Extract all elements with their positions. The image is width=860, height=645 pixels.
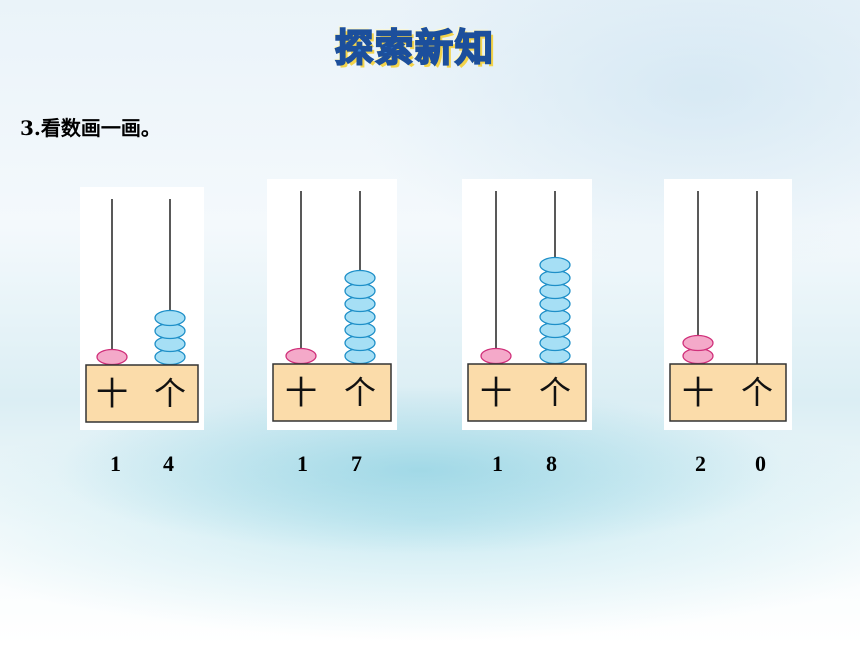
tens-bead xyxy=(285,347,317,365)
ones-place-label: 个 xyxy=(741,374,773,412)
ones-place-label: 个 xyxy=(539,374,571,412)
abacus-3-tens-digit: 1 xyxy=(492,451,503,476)
abacus-4-ones-digit: 0 xyxy=(755,451,766,476)
abacus-2: 十个 xyxy=(272,191,392,422)
ones-bead xyxy=(154,309,186,327)
tens-place-label: 十 xyxy=(285,374,317,412)
abacus-card-3: 十个 xyxy=(462,179,592,430)
ones-bead xyxy=(539,256,571,274)
abacus-base xyxy=(85,364,199,423)
tens-place-label: 十 xyxy=(480,374,512,412)
ones-place-label: 个 xyxy=(344,374,376,412)
page-title: 探索新知 xyxy=(334,25,495,71)
abacus-1: 十个 xyxy=(85,199,199,423)
abacus-card-1: 十个 xyxy=(80,187,204,430)
abacus-4: 十个 xyxy=(669,191,787,422)
abacus-card-4: 十个 xyxy=(664,179,792,430)
abacus-card-2: 十个 xyxy=(267,179,397,430)
tens-bead xyxy=(480,347,512,365)
tens-bead xyxy=(96,348,128,366)
abacus-1-tens-digit: 1 xyxy=(110,451,121,476)
abacus-1-ones-digit: 4 xyxy=(163,451,174,476)
ones-bead xyxy=(344,269,376,287)
abacus-base xyxy=(467,363,587,422)
abacus-base xyxy=(272,363,392,422)
abacus-2-ones-digit: 7 xyxy=(351,451,362,476)
abacus-base xyxy=(669,363,787,422)
tens-bead xyxy=(682,334,714,352)
ones-place-label: 个 xyxy=(154,375,186,413)
abacus-2-tens-digit: 1 xyxy=(297,451,308,476)
abacus-3-ones-digit: 8 xyxy=(546,451,557,476)
tens-place-label: 十 xyxy=(682,374,714,412)
tens-place-label: 十 xyxy=(96,375,128,413)
question-text: 3.看数画一画。 xyxy=(20,116,161,140)
abacus-4-tens-digit: 2 xyxy=(695,451,706,476)
abacus-3: 十个 xyxy=(467,191,587,422)
